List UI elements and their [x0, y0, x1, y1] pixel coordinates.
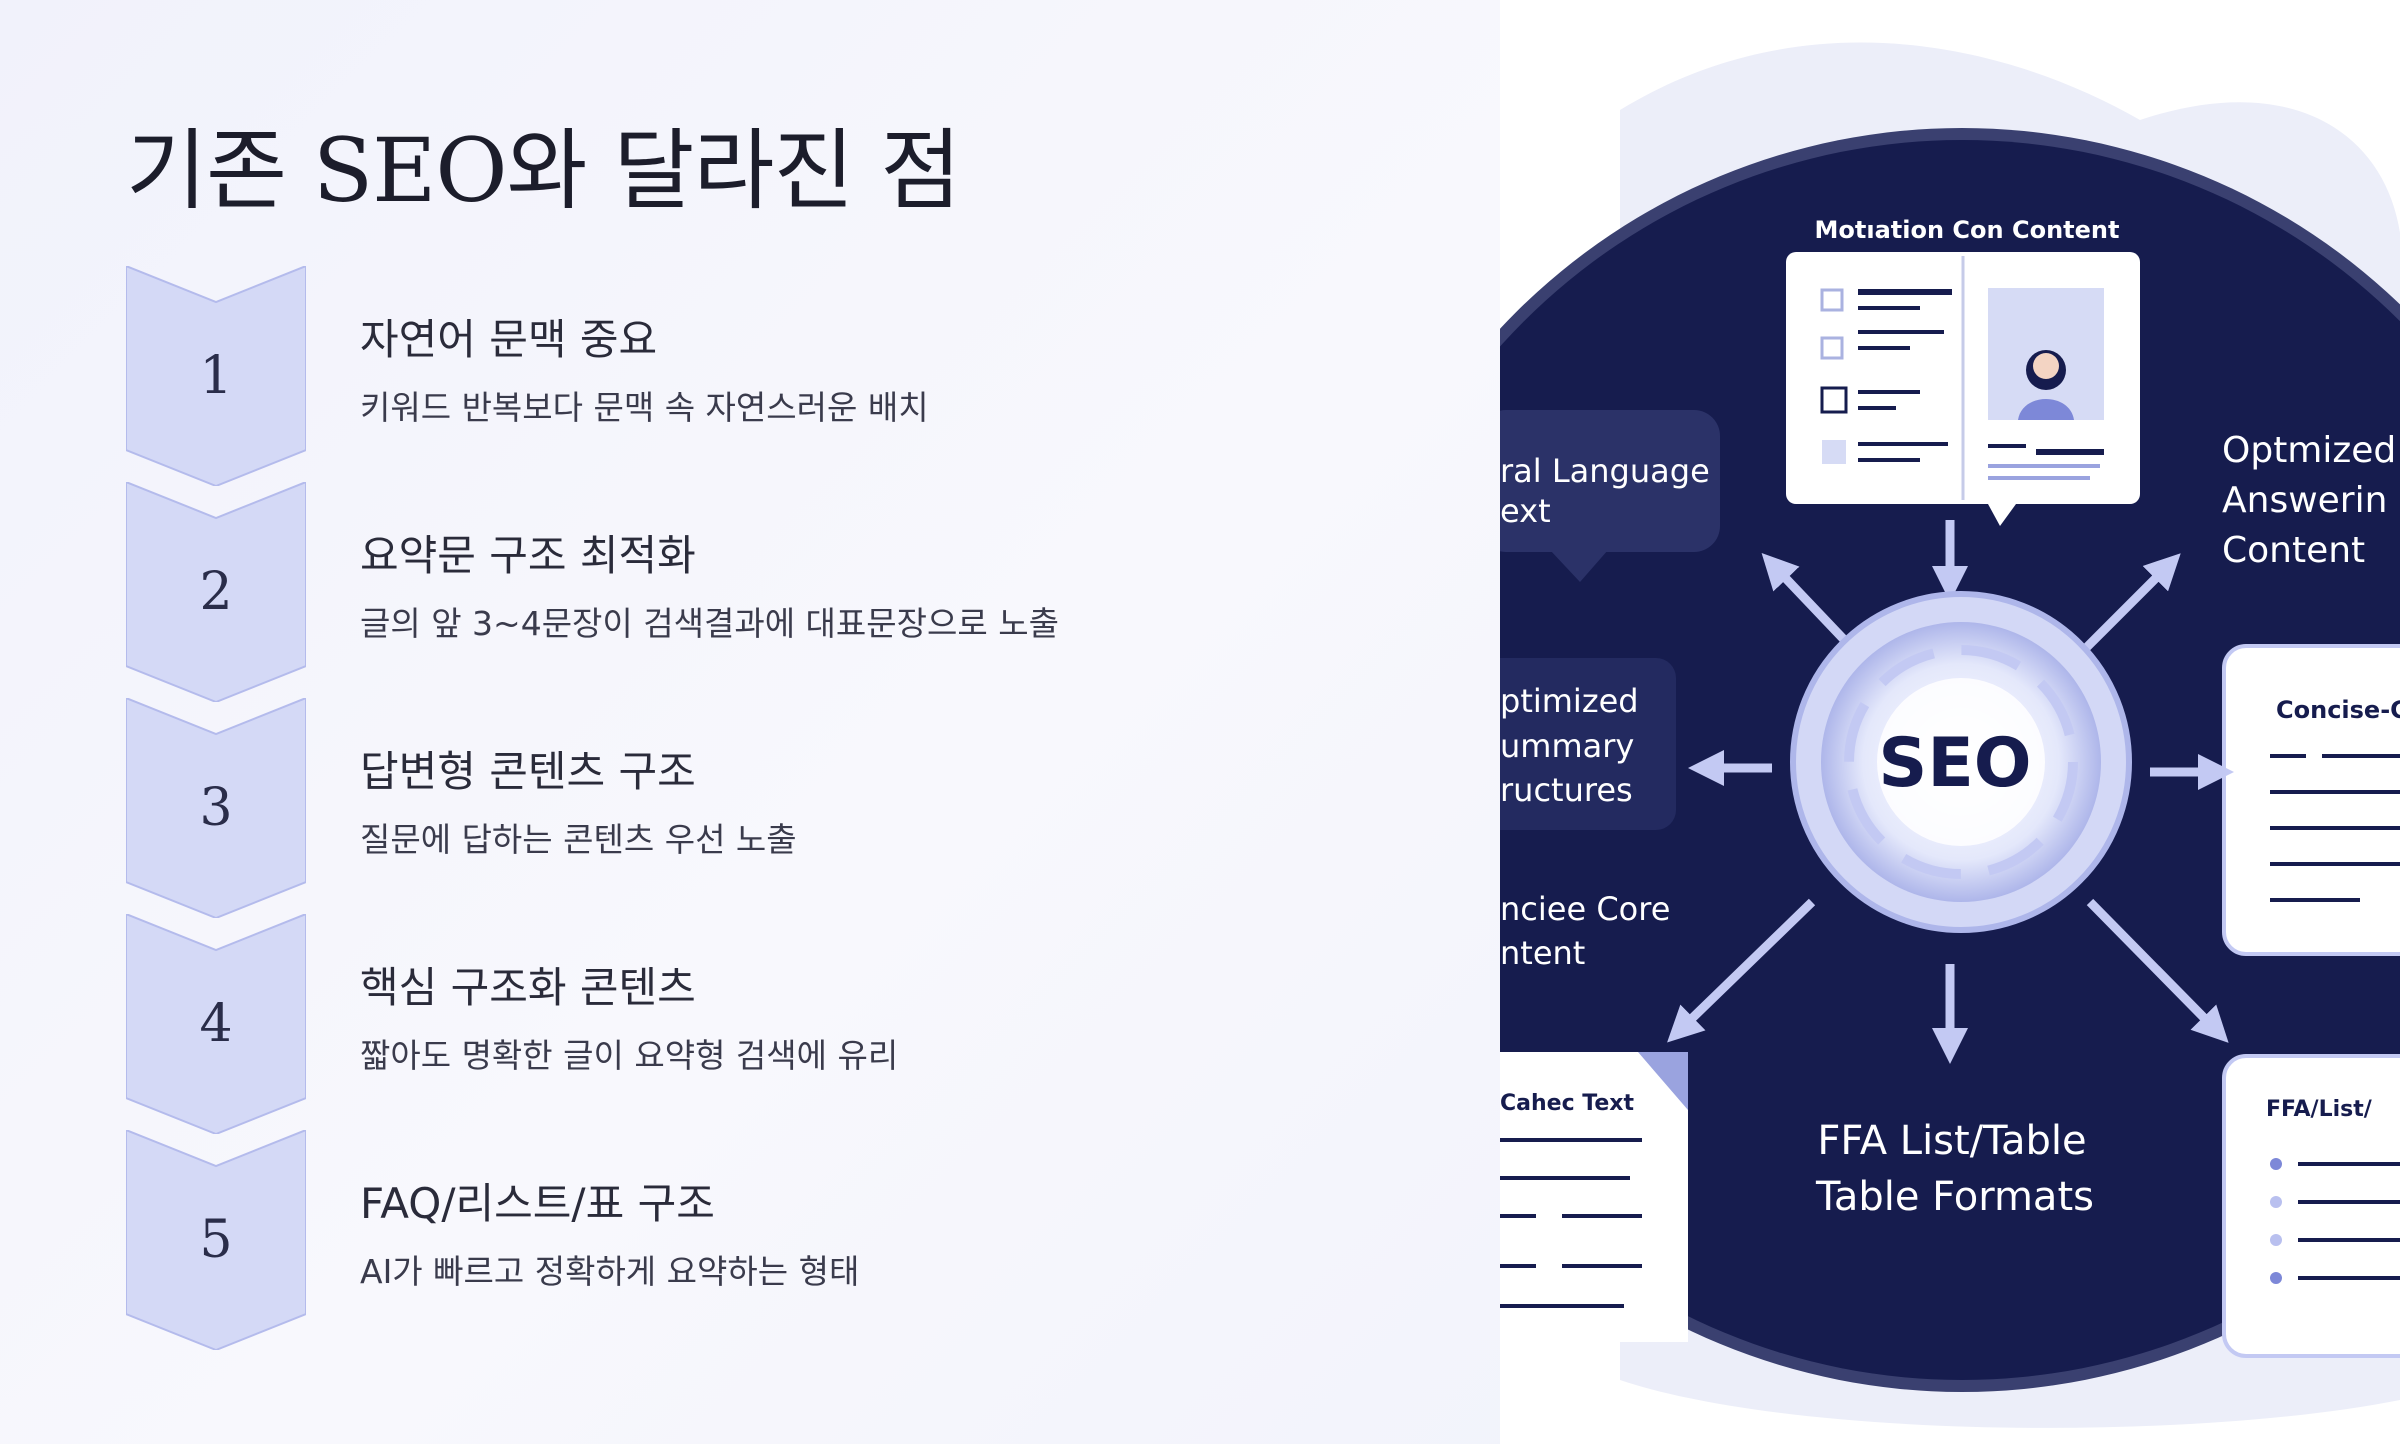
- bottom-left-card: Cahec Text: [1500, 1052, 1688, 1342]
- book-icon: [1786, 252, 2140, 526]
- arrow-up-right: [2082, 553, 2181, 652]
- seo-sphere: SEO: [1790, 591, 2132, 933]
- top-label: Motıation Con Content: [1815, 216, 2120, 244]
- left-label-1-line-2: ext: [1500, 492, 1551, 530]
- right-label-line-1: Optmized: [2222, 430, 2396, 471]
- arrow-down-left: [1667, 898, 1816, 1043]
- chevron-shape: [126, 266, 306, 486]
- step-3: 3 답변형 콘텐츠 구조 질문에 답하는 콘텐츠 우선 노출: [0, 698, 1450, 918]
- step-description: 짧아도 명확한 글이 요약형 검색에 유리: [360, 1036, 899, 1075]
- right-card-concise: Concise-C: [2222, 644, 2400, 956]
- left-label-3-line-2: ntent: [1500, 934, 1585, 972]
- bottom-label-line-2: Table Formats: [1815, 1174, 2094, 1220]
- step-title: 요약문 구조 최적화: [360, 531, 696, 580]
- seo-illustration: Motıation Con Content: [1500, 0, 2400, 1444]
- content-panel: 기존 SEO와 달라진 점 1 자연어 문맥 중요 키워드 반복보다 문맥 속 …: [0, 119, 1450, 1350]
- step-4: 4 핵심 구조화 콘텐츠 짧아도 명확한 글이 요약형 검색에 유리: [0, 914, 1450, 1134]
- step-number: 2: [199, 562, 233, 622]
- arrow-down-right: [2086, 898, 2229, 1043]
- left-box-summary: ptimized ummary ructures: [1500, 658, 1676, 830]
- chevron-shape: [126, 1130, 306, 1350]
- step-title: 답변형 콘텐츠 구조: [360, 747, 696, 796]
- left-label-2-line-2: ummary: [1500, 727, 1634, 765]
- left-label-2-line-3: ructures: [1500, 771, 1633, 809]
- left-label-2-line-1: ptimized: [1500, 682, 1639, 720]
- bottom-right-card: FFA/List/: [2222, 1054, 2400, 1358]
- right-card-title: Concise-C: [2276, 696, 2400, 724]
- step-number: 1: [199, 346, 233, 406]
- step-title: 자연어 문맥 중요: [360, 315, 658, 364]
- seo-diagram: Motıation Con Content: [1500, 42, 2400, 1428]
- step-number: 5: [199, 1210, 233, 1270]
- bottom-left-card-title: Cahec Text: [1500, 1091, 1634, 1116]
- chevron-shape: [126, 698, 306, 918]
- arrow-up-left: [1761, 552, 1856, 652]
- step-5: 5 FAQ/리스트/표 구조 AI가 빠르고 정확하게 요약하는 형태: [0, 1130, 1450, 1350]
- step-number: 3: [199, 778, 233, 838]
- step-description: 글의 앞 3~4문장이 검색결과에 대표문장으로 노출: [360, 604, 1059, 643]
- left-bubble-language: ral Language ext: [1500, 410, 1720, 582]
- page-title: 기존 SEO와 달라진 점: [126, 119, 961, 222]
- seo-center-text: SEO: [1878, 724, 2031, 803]
- bottom-label-line-1: FFA List/Table: [1817, 1118, 2086, 1164]
- step-description: AI가 빠르고 정확하게 요약하는 형태: [360, 1252, 860, 1291]
- right-label-line-2: Answerin: [2222, 480, 2387, 521]
- step-title: FAQ/리스트/표 구조: [360, 1179, 715, 1228]
- chevron-shape: [126, 482, 306, 702]
- arrows: [1667, 520, 2234, 1064]
- left-label-1-line-1: ral Language: [1500, 452, 1710, 490]
- bottom-right-card-title: FFA/List/: [2266, 1097, 2373, 1122]
- step-title: 핵심 구조화 콘텐츠: [360, 963, 696, 1012]
- step-description: 질문에 답하는 콘텐츠 우선 노출: [360, 820, 797, 859]
- left-label-3-line-1: nciee Core: [1500, 890, 1670, 928]
- step-number: 4: [199, 994, 233, 1054]
- step-1: 1 자연어 문맥 중요 키워드 반복보다 문맥 속 자연스러운 배치: [0, 266, 1450, 486]
- right-label-line-3: Content: [2222, 530, 2365, 571]
- step-description: 키워드 반복보다 문맥 속 자연스러운 배치: [360, 388, 929, 427]
- chevron-shape: [126, 914, 306, 1134]
- step-2: 2 요약문 구조 최적화 글의 앞 3~4문장이 검색결과에 대표문장으로 노출: [0, 482, 1450, 702]
